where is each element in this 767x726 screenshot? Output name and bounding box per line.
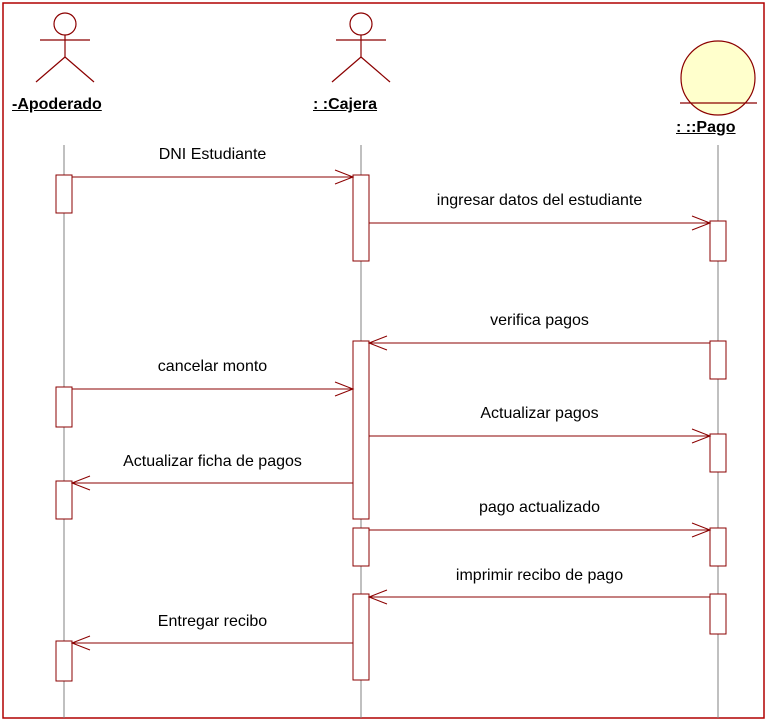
activation-bar	[352, 527, 370, 567]
activation-bar	[352, 593, 370, 681]
message-label: pago actualizado	[479, 499, 600, 516]
message-arrow	[367, 589, 710, 605]
activation-bar	[352, 340, 370, 520]
message-arrow	[369, 215, 712, 231]
message-arrow	[369, 522, 712, 538]
activation-bar	[55, 640, 73, 682]
arrowhead-icon	[367, 335, 388, 351]
activation-bar	[709, 593, 727, 635]
entity-pago-icon	[680, 40, 757, 116]
message-arrow	[70, 635, 353, 651]
arrowhead-icon	[691, 428, 712, 444]
activation-bar	[352, 174, 370, 262]
participant-label-pago: : ::Pago	[676, 119, 736, 136]
message-label: Entregar recibo	[157, 613, 268, 630]
participant-label-cajera: : :Cajera	[313, 96, 378, 113]
message-label: Actualizar ficha de pagos	[123, 453, 302, 470]
activation-bar	[55, 480, 73, 520]
activation-bar	[709, 340, 727, 380]
arrowhead-icon	[70, 635, 91, 651]
arrowhead-icon	[691, 522, 712, 538]
activation-bar	[55, 174, 73, 214]
arrowhead-icon	[334, 381, 355, 397]
message-arrow	[369, 428, 712, 444]
message-label: cancelar monto	[157, 358, 268, 375]
activation-bar	[709, 527, 727, 567]
message-arrow	[72, 169, 355, 185]
actor-apoderado-icon	[35, 12, 95, 83]
activation-bar	[709, 433, 727, 473]
message-label: Actualizar pagos	[480, 405, 599, 422]
actor-cajera-icon	[331, 12, 391, 83]
participant-label-apoderado: -Apoderado	[12, 96, 102, 113]
arrowhead-icon	[70, 475, 91, 491]
message-label: verifica pagos	[490, 312, 589, 329]
message-label: ingresar datos del estudiante	[436, 192, 643, 209]
arrowhead-icon	[367, 589, 388, 605]
message-arrow	[72, 381, 355, 397]
activation-bar	[55, 386, 73, 428]
arrowhead-icon	[691, 215, 712, 231]
message-label: imprimir recibo de pago	[455, 567, 624, 584]
arrowhead-icon	[334, 169, 355, 185]
message-label: DNI Estudiante	[158, 146, 267, 163]
message-arrow	[70, 475, 353, 491]
message-arrow	[367, 335, 710, 351]
activation-bar	[709, 220, 727, 262]
